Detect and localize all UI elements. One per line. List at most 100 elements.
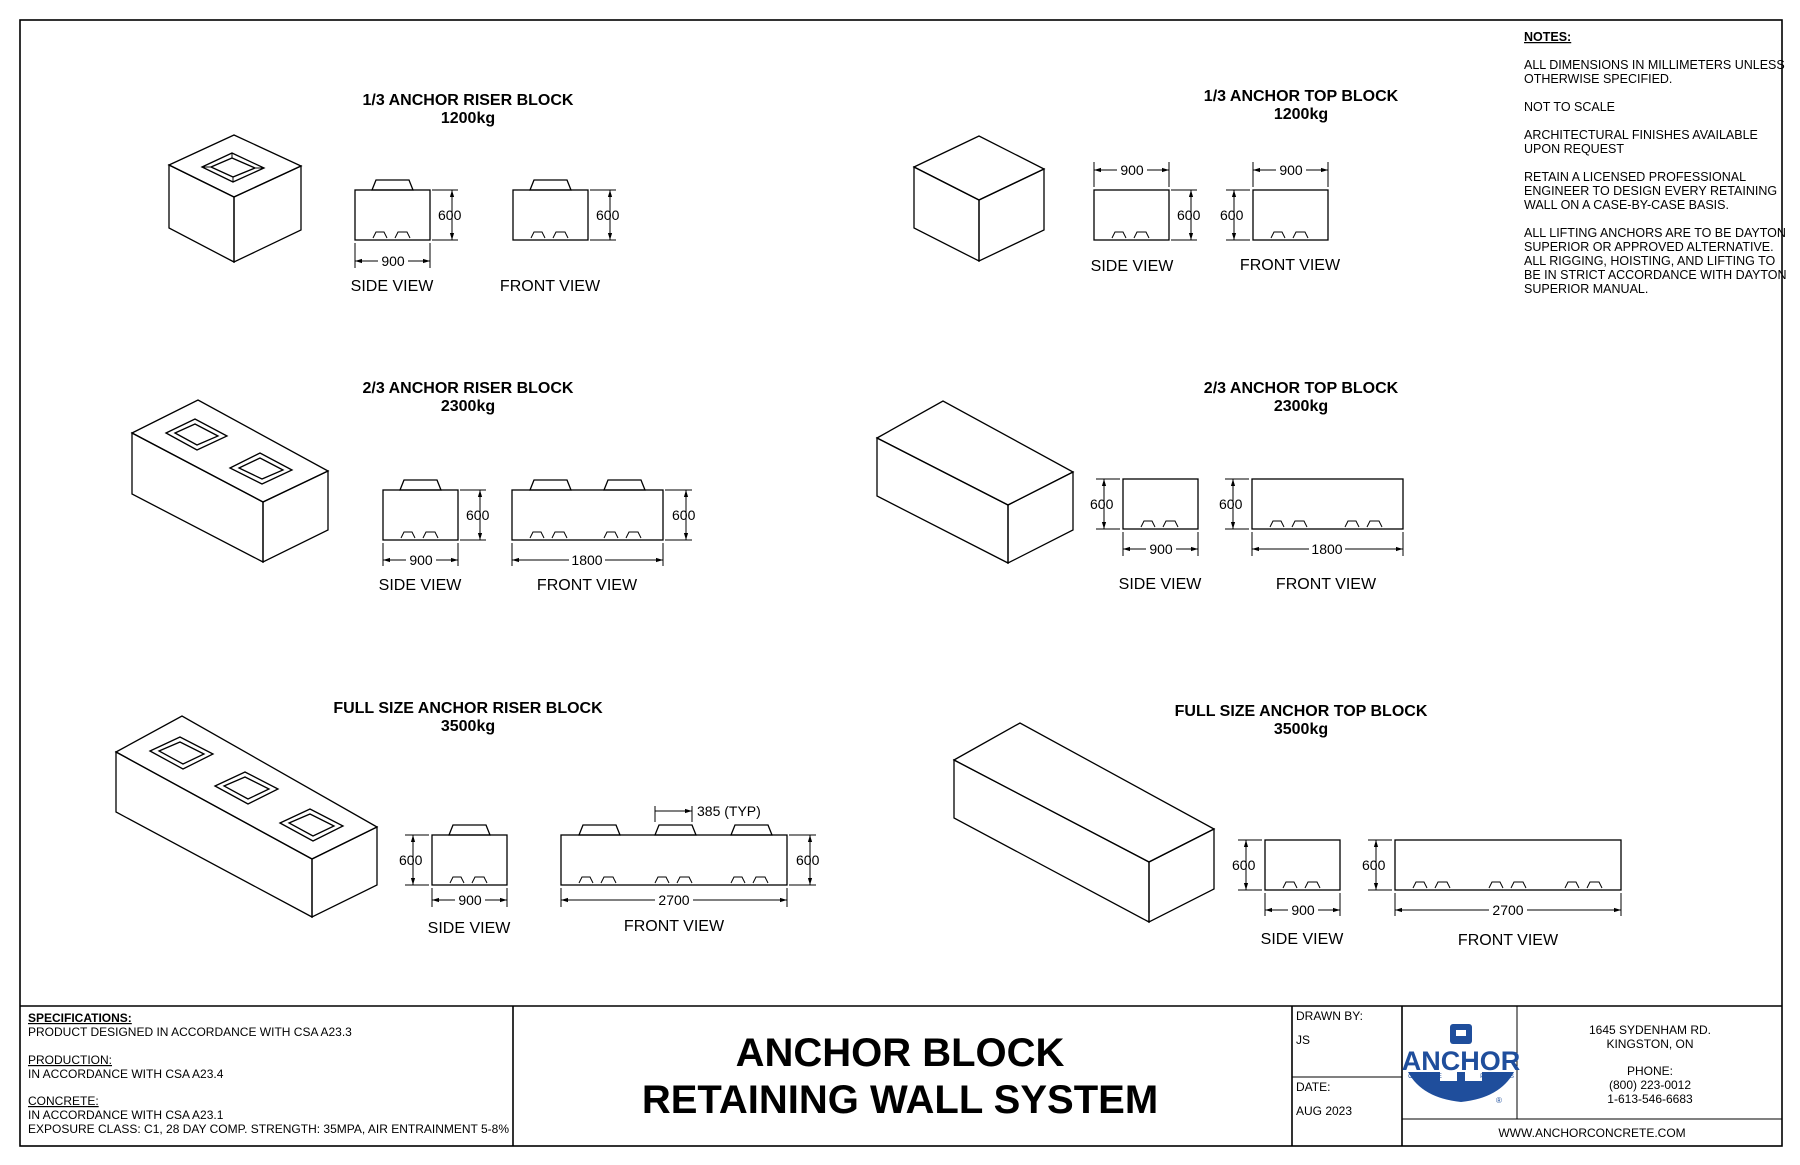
notes-heading: NOTES: [1524,30,1571,44]
front-view-label: FRONT VIEW [1458,932,1559,949]
dim-width: 2700 [1492,902,1523,918]
dim-width: 900 [409,552,433,568]
dim-height: 600 [796,852,820,868]
note-line: SUPERIOR MANUAL. [1524,282,1648,296]
phone-label: PHONE: [1627,1064,1673,1078]
drawing-title-line1: ANCHOR BLOCK [736,1031,1065,1075]
riser-full-group: FULL SIZE ANCHOR RISER BLOCK 3500kg 600 … [114,700,820,937]
top-23-side-view: 600 900 SIDE VIEW [1090,478,1203,593]
specifications: SPECIFICATIONS: PRODUCT DESIGNED IN ACCO… [28,1011,509,1136]
note-line: ALL RIGGING, HOISTING, AND LIFTING TO [1524,254,1775,268]
dim-height: 600 [672,507,696,523]
spec-line: IN ACCORDANCE WITH CSA A23.1 [28,1108,224,1122]
dim-height: 600 [1220,207,1244,223]
note-line: RETAIN A LICENSED PROFESSIONAL [1524,170,1746,184]
logo-left-text: CONCRETE [1408,1074,1442,1080]
side-view-label: SIDE VIEW [428,920,512,937]
logo-wordmark: ANCHOR [1402,1046,1521,1076]
top-23-isometric [875,400,1075,565]
top-full-side-view: 600 900 SIDE VIEW [1232,839,1344,948]
website-link[interactable]: WWW.ANCHORCONCRETE.COM [1498,1126,1685,1140]
top-23-front-view: 600 1800 FRONT VIEW [1219,478,1404,593]
riser-full-weight: 3500kg [441,718,495,735]
riser-full-title: FULL SIZE ANCHOR RISER BLOCK [333,700,603,717]
top-13-isometric [912,135,1046,263]
notes-section: NOTES: ALL DIMENSIONS IN MILLIMETERS UNL… [1524,30,1787,296]
dim-height: 600 [466,507,490,523]
side-view-label: SIDE VIEW [1119,576,1203,593]
dim-height: 600 [1362,857,1386,873]
dim-width: 900 [1120,162,1144,178]
note-line: ALL DIMENSIONS IN MILLIMETERS UNLESS [1524,58,1785,72]
dim-width: 900 [381,253,405,269]
dim-height: 600 [596,207,620,223]
drawn-by-value: JS [1296,1033,1310,1047]
note-line: ARCHITECTURAL FINISHES AVAILABLE [1524,128,1758,142]
top-full-group: FULL SIZE ANCHOR TOP BLOCK 3500kg 600 90… [952,703,1622,949]
top-13-front-view: 900 600 FRONT VIEW [1220,162,1341,274]
side-view-label: SIDE VIEW [1091,258,1175,275]
note-line: NOT TO SCALE [1524,100,1615,114]
riser-23-title: 2/3 ANCHOR RISER BLOCK [363,380,574,397]
dim-width: 1800 [1311,541,1342,557]
front-view-label: FRONT VIEW [1276,576,1377,593]
dim-height: 600 [1090,496,1114,512]
riser-full-isometric [114,715,379,919]
date-label: DATE: [1296,1080,1330,1094]
riser-13-group: 1/3 ANCHOR RISER BLOCK 1200kg 600 900 SI… [167,92,620,295]
note-line: BE IN STRICT ACCORDANCE WITH DAYTON [1524,268,1787,282]
top-13-group: 1/3 ANCHOR TOP BLOCK 1200kg 900 600 SIDE… [912,88,1399,275]
dim-height: 600 [1232,857,1256,873]
note-line: OTHERWISE SPECIFIED. [1524,72,1672,86]
dim-height: 600 [399,852,423,868]
drawn-by-label: DRAWN BY: [1296,1009,1363,1023]
front-view-label: FRONT VIEW [624,918,725,935]
riser-23-isometric [130,399,330,564]
riser-23-side-view: 600 900 SIDE VIEW [379,479,490,594]
dim-width: 900 [1149,541,1173,557]
title-block: SPECIFICATIONS: PRODUCT DESIGNED IN ACCO… [28,1006,1782,1146]
phone-line1: (800) 223-0012 [1609,1078,1691,1092]
dim-typical-spacing: 385 (TYP) [697,803,761,819]
riser-13-front-view: 600 FRONT VIEW [500,179,620,295]
front-view-label: FRONT VIEW [1240,257,1341,274]
dim-width: 900 [458,892,482,908]
logo-registered-mark: ® [1496,1096,1502,1105]
note-line: ENGINEER TO DESIGN EVERY RETAINING [1524,184,1777,198]
riser-23-front-view: 600 1800 FRONT VIEW [511,479,696,594]
top-full-weight: 3500kg [1274,721,1328,738]
spec-line: PRODUCT DESIGNED IN ACCORDANCE WITH CSA … [28,1025,352,1039]
riser-23-weight: 2300kg [441,398,495,415]
logo-right-text: PRODUCTS [1480,1074,1514,1080]
note-line: ALL LIFTING ANCHORS ARE TO BE DAYTON [1524,226,1786,240]
top-13-weight: 1200kg [1274,106,1328,123]
phone-line2: 1-613-546-6683 [1607,1092,1693,1106]
date-value: AUG 2023 [1296,1104,1352,1118]
dim-width: 2700 [658,892,689,908]
spec-line: EXPOSURE CLASS: C1, 28 DAY COMP. STRENGT… [28,1122,509,1136]
dim-width: 900 [1279,162,1303,178]
production-heading: PRODUCTION: [28,1053,112,1067]
concrete-heading: CONCRETE: [28,1094,99,1108]
top-23-group: 2/3 ANCHOR TOP BLOCK 2300kg 600 900 SIDE… [875,380,1404,593]
dim-height: 600 [1177,207,1201,223]
side-view-label: SIDE VIEW [379,577,463,594]
top-23-title: 2/3 ANCHOR TOP BLOCK [1204,380,1399,397]
spec-heading: SPECIFICATIONS: [28,1011,132,1025]
drawing-title-line2: RETAINING WALL SYSTEM [642,1078,1158,1122]
anchor-logo: ANCHOR CONCRETE PRODUCTS ® [1402,1024,1521,1105]
note-line: UPON REQUEST [1524,142,1624,156]
riser-full-front-view: 385 (TYP) 600 2700 FRONT VIEW [560,803,820,935]
riser-full-side-view: 600 900 SIDE VIEW [399,824,512,937]
address-line2: KINGSTON, ON [1606,1037,1693,1051]
riser-13-side-view: 600 900 SIDE VIEW [351,179,462,295]
spec-line: IN ACCORDANCE WITH CSA A23.4 [28,1067,224,1081]
top-full-front-view: 600 2700 FRONT VIEW [1362,839,1622,949]
address-line1: 1645 SYDENHAM RD. [1589,1023,1711,1037]
dim-width: 900 [1291,902,1315,918]
riser-13-weight: 1200kg [441,110,495,127]
side-view-label: SIDE VIEW [351,278,435,295]
top-13-title: 1/3 ANCHOR TOP BLOCK [1204,88,1399,105]
top-23-weight: 2300kg [1274,398,1328,415]
